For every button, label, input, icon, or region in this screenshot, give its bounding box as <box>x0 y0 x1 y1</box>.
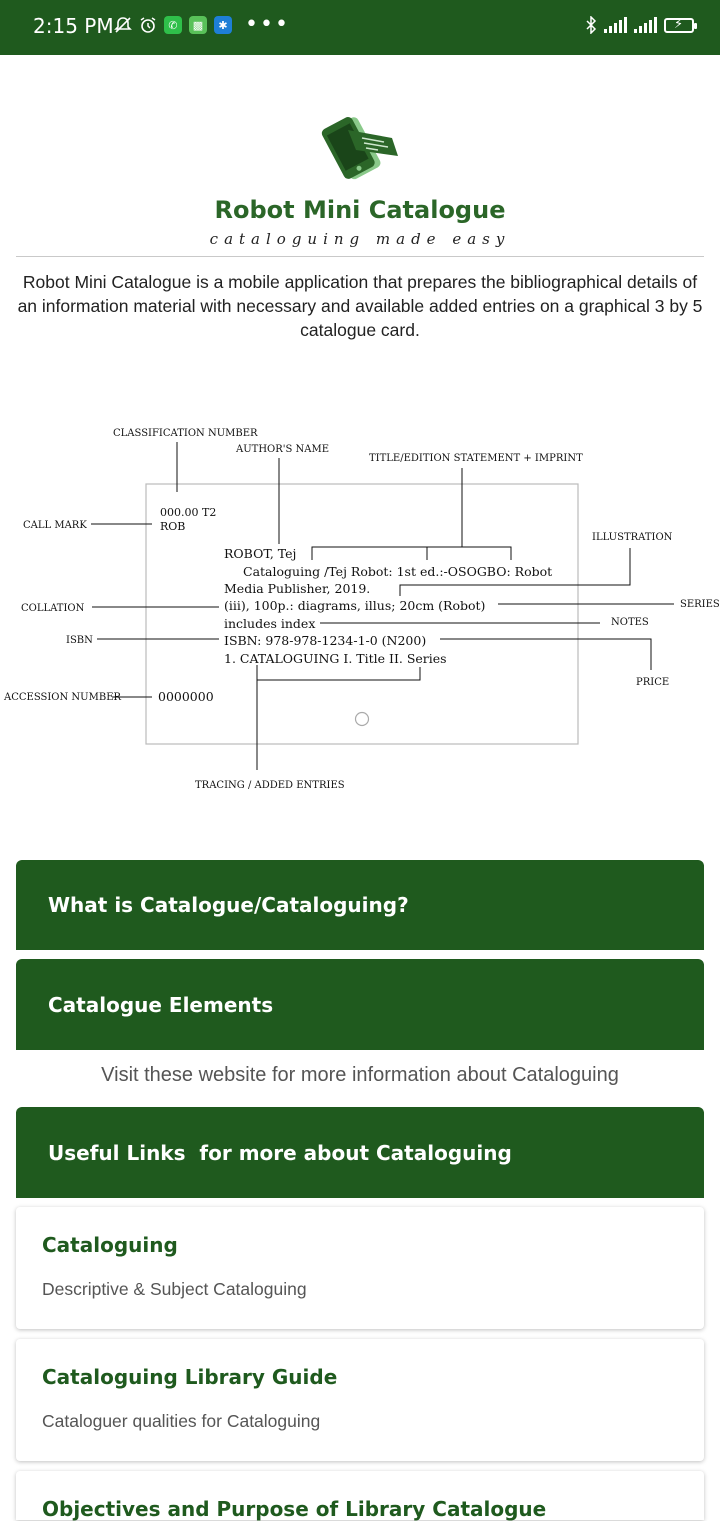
card-line: 1. CATALOGUING I. Title II. Series <box>224 651 447 666</box>
more-notifications-icon: ••• <box>245 12 290 37</box>
link-subtitle: Descriptive & Subject Cataloguing <box>42 1279 307 1299</box>
alarm-icon <box>139 16 157 34</box>
what-is-catalogue-panel[interactable]: What is Catalogue/Cataloguing? <box>16 860 704 950</box>
status-icons-left: ✆ ▩ ✱ ••• <box>114 12 290 37</box>
label-isbn: ISBN <box>66 635 93 646</box>
signal-icon <box>604 17 627 33</box>
useful-links-panel[interactable]: Useful Links for more about Cataloguing <box>16 1107 704 1198</box>
battery-charging-icon: ⚡ <box>664 17 697 33</box>
android-icon: ▩ <box>189 16 207 34</box>
visit-websites-text: Visit these website for more information… <box>101 1064 619 1086</box>
label-price: PRICE <box>636 677 669 688</box>
catalogue-elements-panel[interactable]: Catalogue Elements <box>16 959 704 1050</box>
card-line: Media Publisher, 2019. <box>224 581 370 596</box>
label-title-edition: TITLE/EDITION STATEMENT + IMPRINT <box>369 453 583 464</box>
status-time: 2:15 PM <box>33 14 114 38</box>
card-line: (iii), 100p.: diagrams, illus; 20cm (Rob… <box>224 598 485 613</box>
brand-tagline: cataloguing made easy <box>209 230 511 248</box>
link-card-objectives[interactable]: Objectives and Purpose of Library Catalo… <box>16 1471 704 1521</box>
card-class-number: 000.00 T2 <box>160 506 216 519</box>
catalogue-card-diagram: CLASSIFICATION NUMBER AUTHOR'S NAME TITL… <box>3 428 720 791</box>
status-icons-right: ⚡ <box>585 16 697 34</box>
intro-text: Robot Mini Catalogue is a mobile applica… <box>17 272 703 340</box>
brand-title: Robot Mini Catalogue <box>214 196 506 224</box>
catalogue-elements-title: Catalogue Elements <box>48 992 274 1017</box>
bluetooth-app-icon: ✱ <box>214 16 232 34</box>
link-subtitle: Cataloguer qualities for Cataloguing <box>42 1411 321 1431</box>
card-call-mark: ROB <box>160 520 185 533</box>
whatsapp-icon: ✆ <box>164 16 182 34</box>
card-line: Cataloguing /Tej Robot: 1st ed.:-OSOGBO:… <box>243 564 552 579</box>
what-is-catalogue-title: What is Catalogue/Cataloguing? <box>48 893 409 917</box>
label-tracing: TRACING / ADDED ENTRIES <box>195 780 345 791</box>
signal-icon <box>634 17 657 33</box>
link-card-library-guide[interactable]: Cataloguing Library Guide Cataloguer qua… <box>16 1339 704 1461</box>
card-line: ISBN: 978-978-1234-1-0 (N200) <box>224 633 426 648</box>
label-series: SERIES <box>680 599 720 610</box>
card-hole <box>354 711 370 727</box>
useful-links-title: Useful Links for more about Cataloguing <box>48 1140 512 1165</box>
link-title: Objectives and Purpose of Library Catalo… <box>42 1497 547 1521</box>
divider <box>16 256 704 257</box>
card-accession-number: 0000000 <box>158 689 214 704</box>
label-classification-number: CLASSIFICATION NUMBER <box>113 428 258 439</box>
label-collation: COLLATION <box>21 603 85 614</box>
link-card-cataloguing[interactable]: Cataloguing Descriptive & Subject Catalo… <box>16 1207 704 1329</box>
diagram-leader-lines <box>91 442 674 770</box>
app-logo-icon <box>318 110 402 185</box>
label-call-mark: CALL MARK <box>23 520 87 531</box>
link-title: Cataloguing Library Guide <box>42 1365 338 1389</box>
bluetooth-icon <box>585 16 597 34</box>
label-illustration: ILLUSTRATION <box>592 532 673 543</box>
card-line: ROBOT, Tej <box>224 546 296 561</box>
catalogue-card <box>145 483 579 745</box>
label-authors-name: AUTHOR'S NAME <box>235 444 329 455</box>
card-line: includes index <box>224 616 315 631</box>
notifications-off-icon <box>114 16 132 34</box>
label-accession-number: ACCESSION NUMBER <box>3 692 121 703</box>
label-notes: NOTES <box>611 617 649 628</box>
link-title: Cataloguing <box>42 1233 178 1257</box>
status-bar: 2:15 PM ✆ ▩ ✱ ••• ⚡ <box>0 0 720 55</box>
